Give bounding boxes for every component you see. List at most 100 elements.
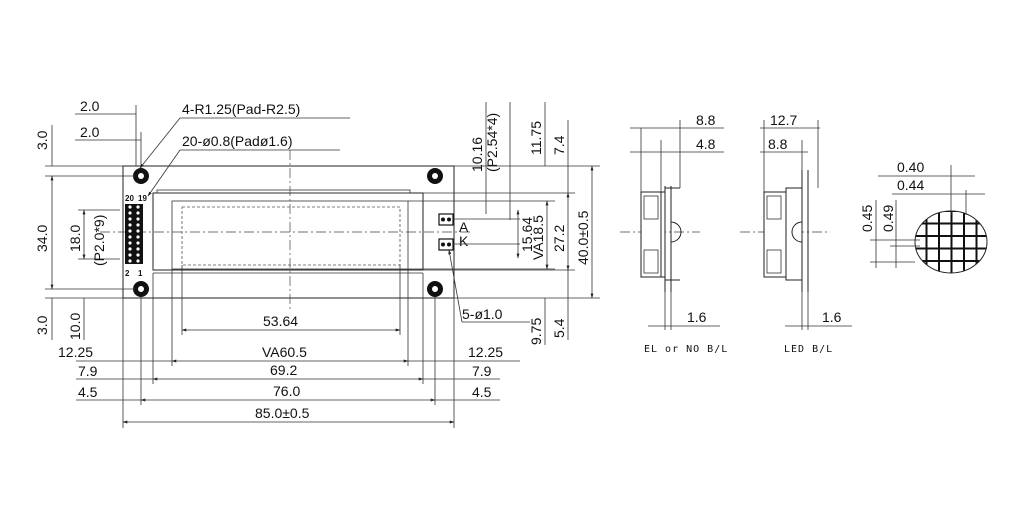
dot-dim-dot-x: 0.44 [897, 177, 924, 193]
connector-pin [128, 205, 132, 209]
dot-cell [952, 224, 963, 235]
dot-cell [940, 237, 951, 248]
dot-cell [977, 212, 987, 223]
led-dim-bottom: 1.6 [822, 309, 842, 325]
connector-pin [136, 229, 140, 233]
connector-pin [128, 241, 132, 245]
dim-left-7-9: 7.9 [78, 363, 98, 379]
dot-cell [977, 262, 987, 273]
connector-pin [128, 217, 132, 221]
el-dim-top-b: 4.8 [696, 136, 716, 152]
dim-va-width: VA60.5 [262, 344, 307, 360]
dim-height: 34.0 [34, 225, 50, 252]
bezel-outline [152, 192, 424, 271]
dim-char-width: 53.64 [263, 313, 298, 329]
dot-cell [940, 262, 951, 273]
dot-cell [977, 249, 987, 260]
el-caption: EL or NO B/L [644, 344, 728, 355]
dim-right-7-9: 7.9 [472, 363, 492, 379]
dim-right-top-b: 7.4 [551, 135, 567, 155]
dot-cell [952, 212, 963, 223]
dim-top-left-a: 2.0 [80, 98, 100, 114]
connector-pin [128, 247, 132, 251]
connector-pin-header [125, 204, 143, 264]
led-dim-top-a: 12.7 [770, 112, 797, 128]
connector-pin [136, 217, 140, 221]
dim-led-pitch-a: 10.16 [469, 137, 485, 172]
front-view: 20 19 2 1 A K 2.0 2.0 4-R1.25(Pad-R2.5) … [34, 98, 600, 428]
mounting-hole [133, 168, 149, 184]
led-caption: LED B/L [784, 344, 833, 355]
dot-cell [952, 262, 963, 273]
dot-dim-dot-y: 0.45 [859, 205, 875, 232]
dot-cell [927, 249, 938, 260]
dot-cell [965, 249, 976, 260]
connector-pin [128, 223, 132, 227]
dot-cell [927, 262, 938, 273]
side-view-el: 8.8 4.8 1.6 EL or NO B/L [620, 112, 728, 355]
led-anode-pad [438, 213, 454, 226]
led-cathode-pad [438, 238, 454, 251]
dim-va-height: VA18.5 [530, 215, 546, 260]
connector-pin [128, 259, 132, 263]
connector-pin [136, 259, 140, 263]
dim-hole-y: 3.0 [34, 130, 50, 150]
dim-bottom-view: 10.0 [67, 313, 83, 340]
led-k-label: K [459, 233, 469, 249]
dot-dim-pitch-y: 0.49 [880, 205, 896, 232]
dot-cell [940, 212, 951, 223]
dot-cell [940, 249, 951, 260]
dot-cell [915, 224, 926, 235]
mounting-hole [427, 168, 443, 184]
connector-pin [136, 253, 140, 257]
side-view-led: 12.7 8.8 1.6 LED B/L [740, 112, 852, 355]
dot-cell [940, 224, 951, 235]
connector-pin [128, 211, 132, 215]
dim-total-width: 85.0±0.5 [255, 405, 310, 421]
led-a-label: A [459, 219, 469, 235]
dim-bottom-hole: 3.0 [34, 315, 50, 335]
pin-label-20: 20 [125, 194, 134, 203]
mounting-hole [427, 281, 443, 297]
connector-pin [136, 211, 140, 215]
mounting-hole [133, 281, 149, 297]
dim-total-height: 40.0±0.5 [575, 210, 591, 265]
dim-right-12-25: 12.25 [468, 344, 503, 360]
pin-label-19: 19 [138, 194, 147, 203]
dim-left-12-25: 12.25 [58, 344, 93, 360]
dot-cell [977, 224, 987, 235]
note-holes: 20-ø0.8(Padø1.6) [182, 133, 293, 149]
dot-cell [915, 249, 926, 260]
dot-detail: 0.40 0.44 0.45 0.49 [859, 159, 988, 274]
dim-top-left-b: 2.0 [80, 124, 100, 140]
connector-pin [136, 223, 140, 227]
dot-cell [965, 212, 976, 223]
connector-pin [128, 235, 132, 239]
dim-right-bottom-a: 9.75 [528, 318, 544, 345]
connector-pin [136, 205, 140, 209]
dim-right-top-a: 11.75 [528, 121, 544, 155]
connector-pin [128, 229, 132, 233]
dot-cell [915, 262, 926, 273]
el-dim-top-a: 8.8 [696, 112, 716, 128]
connector-pin [136, 235, 140, 239]
dot-cell [965, 262, 976, 273]
dot-cell [915, 237, 926, 248]
dim-hole-span: 76.0 [273, 383, 300, 399]
dot-cell [977, 237, 987, 248]
dim-pitch: (P2.0*9) [91, 215, 107, 266]
dim-right-bottom-b: 5.4 [551, 318, 567, 338]
dim-char-area: 15.64 [519, 217, 535, 252]
dim-bezel-width: 69.2 [270, 362, 297, 378]
dot-cell [952, 237, 963, 248]
dot-dim-pitch-x: 0.40 [897, 159, 924, 175]
dim-left-4-5: 4.5 [78, 384, 98, 400]
led-dim-top-b: 8.8 [768, 136, 788, 152]
character-area [181, 206, 401, 266]
connector-pin [136, 241, 140, 245]
dot-cell [952, 249, 963, 260]
dim-right-4-5: 4.5 [472, 384, 492, 400]
dim-led-pitch-b: (P2.54*4) [484, 113, 500, 172]
